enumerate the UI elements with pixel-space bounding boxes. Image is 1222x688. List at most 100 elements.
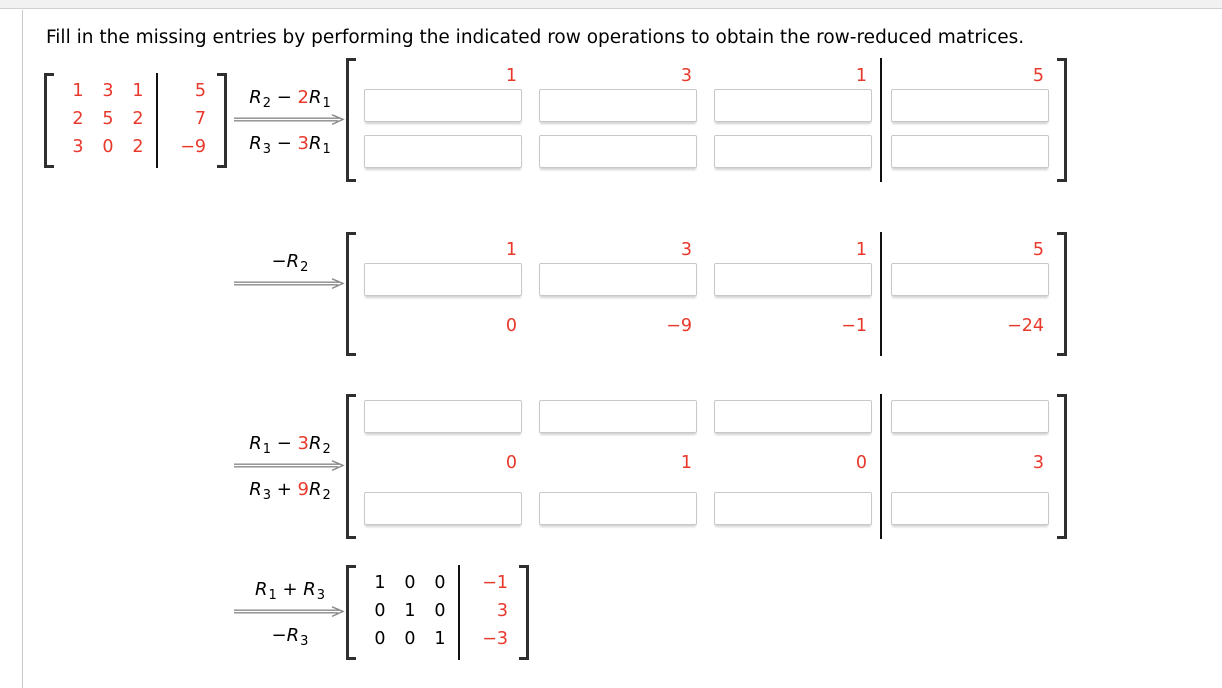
matrix-entry-value: 5 bbox=[194, 80, 206, 101]
matrix-entry-input[interactable] bbox=[539, 400, 697, 433]
matrix-row bbox=[364, 89, 1049, 122]
augmented-divider bbox=[458, 565, 460, 660]
row-op-label-top: R1 − 3R2 bbox=[249, 431, 331, 456]
matrix-entry-input[interactable] bbox=[364, 135, 522, 168]
panel-left-border bbox=[22, 10, 23, 688]
row-op-symbol: 2 bbox=[322, 442, 331, 457]
row-op-symbol: R bbox=[308, 132, 322, 154]
row-op-symbol: − bbox=[271, 433, 298, 454]
step-4-left-slot: R1 + R3−R3 bbox=[46, 577, 346, 648]
row-operation-block: −R2 bbox=[234, 249, 346, 295]
row-op-label-top: −R2 bbox=[272, 249, 309, 274]
matrix-entry-value: 3 bbox=[680, 240, 692, 260]
matrix-entry-input[interactable] bbox=[891, 400, 1049, 433]
matrix-entry-input[interactable] bbox=[714, 263, 872, 296]
matrix-bracket-left bbox=[346, 232, 356, 356]
matrix-entry-input[interactable] bbox=[891, 135, 1049, 168]
matrix-entry-input[interactable] bbox=[364, 400, 522, 433]
matrix-entry-input[interactable] bbox=[714, 492, 872, 525]
matrix-entry-value: 1 bbox=[434, 629, 446, 649]
matrix-entry-value: 5 bbox=[102, 108, 114, 129]
row-op-coefficient: 3 bbox=[297, 433, 309, 454]
matrix-entry-input[interactable] bbox=[364, 89, 522, 122]
matrix-entry-input[interactable] bbox=[714, 135, 872, 168]
matrix-entry-value: −9 bbox=[180, 136, 206, 157]
matrix-entry-value: 3 bbox=[72, 136, 84, 157]
augmented-divider bbox=[880, 394, 882, 539]
matrix-entry-input[interactable] bbox=[539, 135, 697, 168]
matrix-entry-value: 1 bbox=[855, 240, 867, 260]
augmented-divider bbox=[880, 58, 882, 182]
matrix-bracket-left bbox=[346, 58, 356, 182]
matrix-entry-input[interactable] bbox=[539, 263, 697, 296]
step-2-left-slot: −R2 bbox=[46, 249, 346, 295]
matrix-entry-input[interactable] bbox=[364, 263, 522, 296]
row-op-symbol: 1 bbox=[322, 141, 331, 157]
row-op-symbol: 1 bbox=[262, 442, 271, 457]
long-right-arrow-icon bbox=[234, 111, 346, 130]
matrix-row bbox=[364, 135, 1049, 168]
matrix-entry-value: 1 bbox=[132, 80, 144, 101]
matrix-row: 0−9−1−24 bbox=[364, 309, 1049, 342]
matrix-bracket-right bbox=[1057, 394, 1067, 539]
matrix-bracket-left bbox=[44, 72, 54, 168]
row-op-label-top: R2 − 2R1 bbox=[249, 85, 331, 110]
matrix-entry-input[interactable] bbox=[891, 263, 1049, 296]
matrix-entry-input[interactable] bbox=[714, 89, 872, 122]
row-op-symbol: R bbox=[249, 433, 262, 454]
matrix-entry-value: 2 bbox=[132, 136, 144, 157]
question-panel: Fill in the missing entries by performin… bbox=[23, 10, 1222, 660]
matrix-entry-input[interactable] bbox=[714, 400, 872, 433]
matrix-entry-value: 1 bbox=[404, 601, 416, 621]
row-op-symbol: R bbox=[249, 132, 262, 154]
row-op-coefficient: 3 bbox=[297, 132, 309, 154]
matrix-entry-input[interactable] bbox=[891, 89, 1049, 122]
row-op-label-bottom: R3 − 3R1 bbox=[249, 131, 331, 156]
matrix-entry-input[interactable] bbox=[891, 492, 1049, 525]
matrix-entry-value: −9 bbox=[666, 315, 692, 336]
matrix-entry-value: 0 bbox=[404, 629, 416, 649]
matrix-entry-value: 1 bbox=[680, 452, 692, 473]
matrix-entry-value: 0 bbox=[505, 315, 517, 336]
matrix-entry-input[interactable] bbox=[364, 492, 522, 525]
matrix-entry-value: 1 bbox=[374, 573, 386, 593]
matrix-row bbox=[364, 492, 1049, 525]
matrix-entry-value: 5 bbox=[1032, 240, 1044, 260]
matrix-entry-input[interactable] bbox=[539, 89, 697, 122]
matrix-bracket-left bbox=[346, 394, 356, 539]
matrix-entry-value: 3 bbox=[1032, 452, 1044, 473]
matrix-entry-value: 0 bbox=[404, 573, 416, 593]
matrix-entry-value: 1 bbox=[855, 66, 867, 86]
row-op-symbol: − bbox=[271, 86, 298, 108]
matrix-entry-value: −1 bbox=[841, 315, 867, 336]
row-op-symbol: 3 bbox=[316, 588, 326, 603]
matrix-entry-value: −1 bbox=[482, 573, 508, 593]
matrix-entry-value: 0 bbox=[434, 601, 446, 621]
matrix-entry-value: 0 bbox=[434, 573, 446, 593]
row-op-label-top: R1 + R3 bbox=[255, 577, 325, 602]
matrix-row bbox=[364, 263, 1049, 296]
matrix-entry-value: 0 bbox=[855, 452, 867, 473]
row-op-symbol: 1 bbox=[322, 95, 331, 111]
row-op-symbol: 3 bbox=[300, 634, 309, 649]
row-op-label-bottom: R3 + 9R2 bbox=[249, 477, 331, 502]
matrix-entry-input[interactable] bbox=[539, 492, 697, 525]
